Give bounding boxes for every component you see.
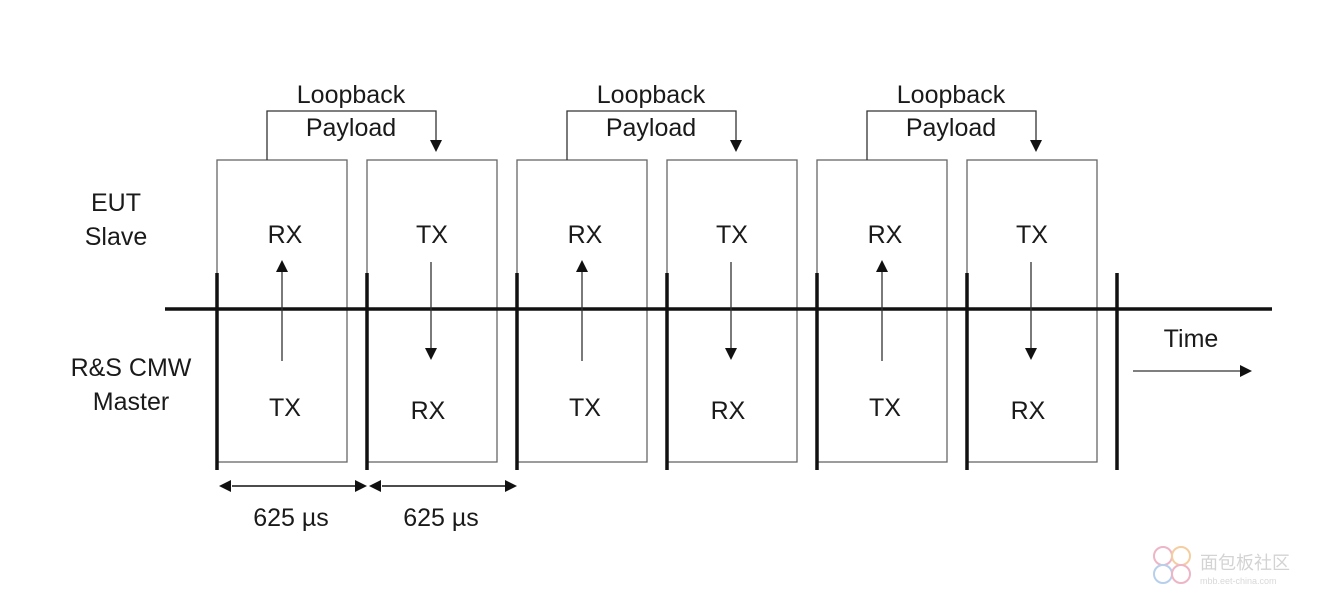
slot-6-upper-label: TX <box>1016 221 1048 249</box>
watermark-text: 面包板社区 <box>1200 553 1290 574</box>
slot-boundaries <box>215 273 1119 470</box>
cmw-label: R&S CMW <box>71 354 192 382</box>
slave-label: Slave <box>85 223 148 251</box>
slot-2-upper-label: TX <box>416 221 448 249</box>
loopback-arrow-3 <box>866 110 1042 160</box>
master-label: Master <box>93 388 169 416</box>
slot-3-lower-label: TX <box>569 394 601 422</box>
loopback-label-1: Loopback <box>297 81 406 109</box>
loopback-label-2: Loopback <box>597 81 706 109</box>
payload-label-3: Payload <box>906 114 996 142</box>
watermark-url: mbb.eet-china.com <box>1200 576 1277 586</box>
loopback-label-3: Loopback <box>897 81 1006 109</box>
payload-label-1: Payload <box>306 114 396 142</box>
slot-5-lower-label: TX <box>869 394 901 422</box>
slot-4-upper-label: TX <box>716 221 748 249</box>
loopback-arrow-2 <box>566 110 742 160</box>
slot-6-lower-label: RX <box>1011 397 1046 425</box>
duration-label-2: 625 µs <box>403 504 479 532</box>
duration-label-1: 625 µs <box>253 504 329 532</box>
slot-3-upper-label: RX <box>568 221 603 249</box>
slot-2-lower-label: RX <box>411 397 446 425</box>
slot-5-upper-label: RX <box>868 221 903 249</box>
watermark-logo-icon <box>1153 546 1191 584</box>
time-label: Time <box>1164 325 1219 353</box>
loopback-arrow-1 <box>266 110 442 160</box>
payload-label-2: Payload <box>606 114 696 142</box>
eut-label: EUT <box>91 189 141 217</box>
watermark: 面包板社区 mbb.eet-china.com <box>1153 546 1290 586</box>
slot-1-upper-label: RX <box>268 221 303 249</box>
slot-4-lower-label: RX <box>711 397 746 425</box>
slot-1-lower-label: TX <box>269 394 301 422</box>
